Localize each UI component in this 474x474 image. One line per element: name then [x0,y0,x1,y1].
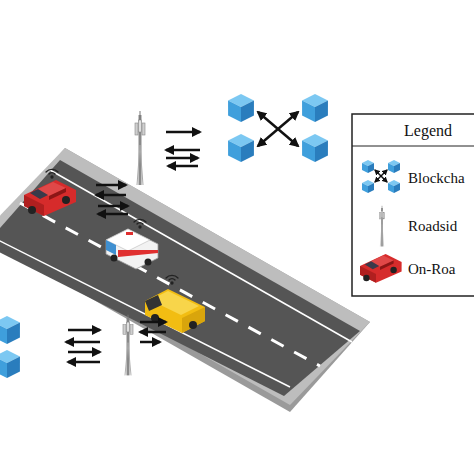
wifi-symbol [46,169,58,178]
ambulance [106,229,158,269]
legend-text: Roadsid [408,219,457,234]
data-arrows [66,132,200,362]
legend-title: Legend [404,123,452,139]
legend-text: Blockcha [408,171,465,186]
road-curb [0,148,370,405]
road [0,148,370,412]
legend-blockchain-icon [362,160,400,193]
wifi-symbol [166,275,178,284]
blockchain-cluster [0,316,20,378]
lane-line [50,170,352,342]
road-side [0,148,370,412]
yellow-van [145,289,205,333]
legend-text: On-Roa [408,262,456,277]
roadside-unit [135,111,145,185]
legend-box [352,114,474,296]
legend-roadside-icon [379,206,385,247]
blockchain-cluster [228,94,328,162]
wifi-symbol [134,219,146,228]
red-car [24,180,76,216]
lane-dash [20,203,320,366]
legend-car-icon [360,254,402,283]
roadside-unit [123,315,133,376]
road-surface [0,160,360,396]
